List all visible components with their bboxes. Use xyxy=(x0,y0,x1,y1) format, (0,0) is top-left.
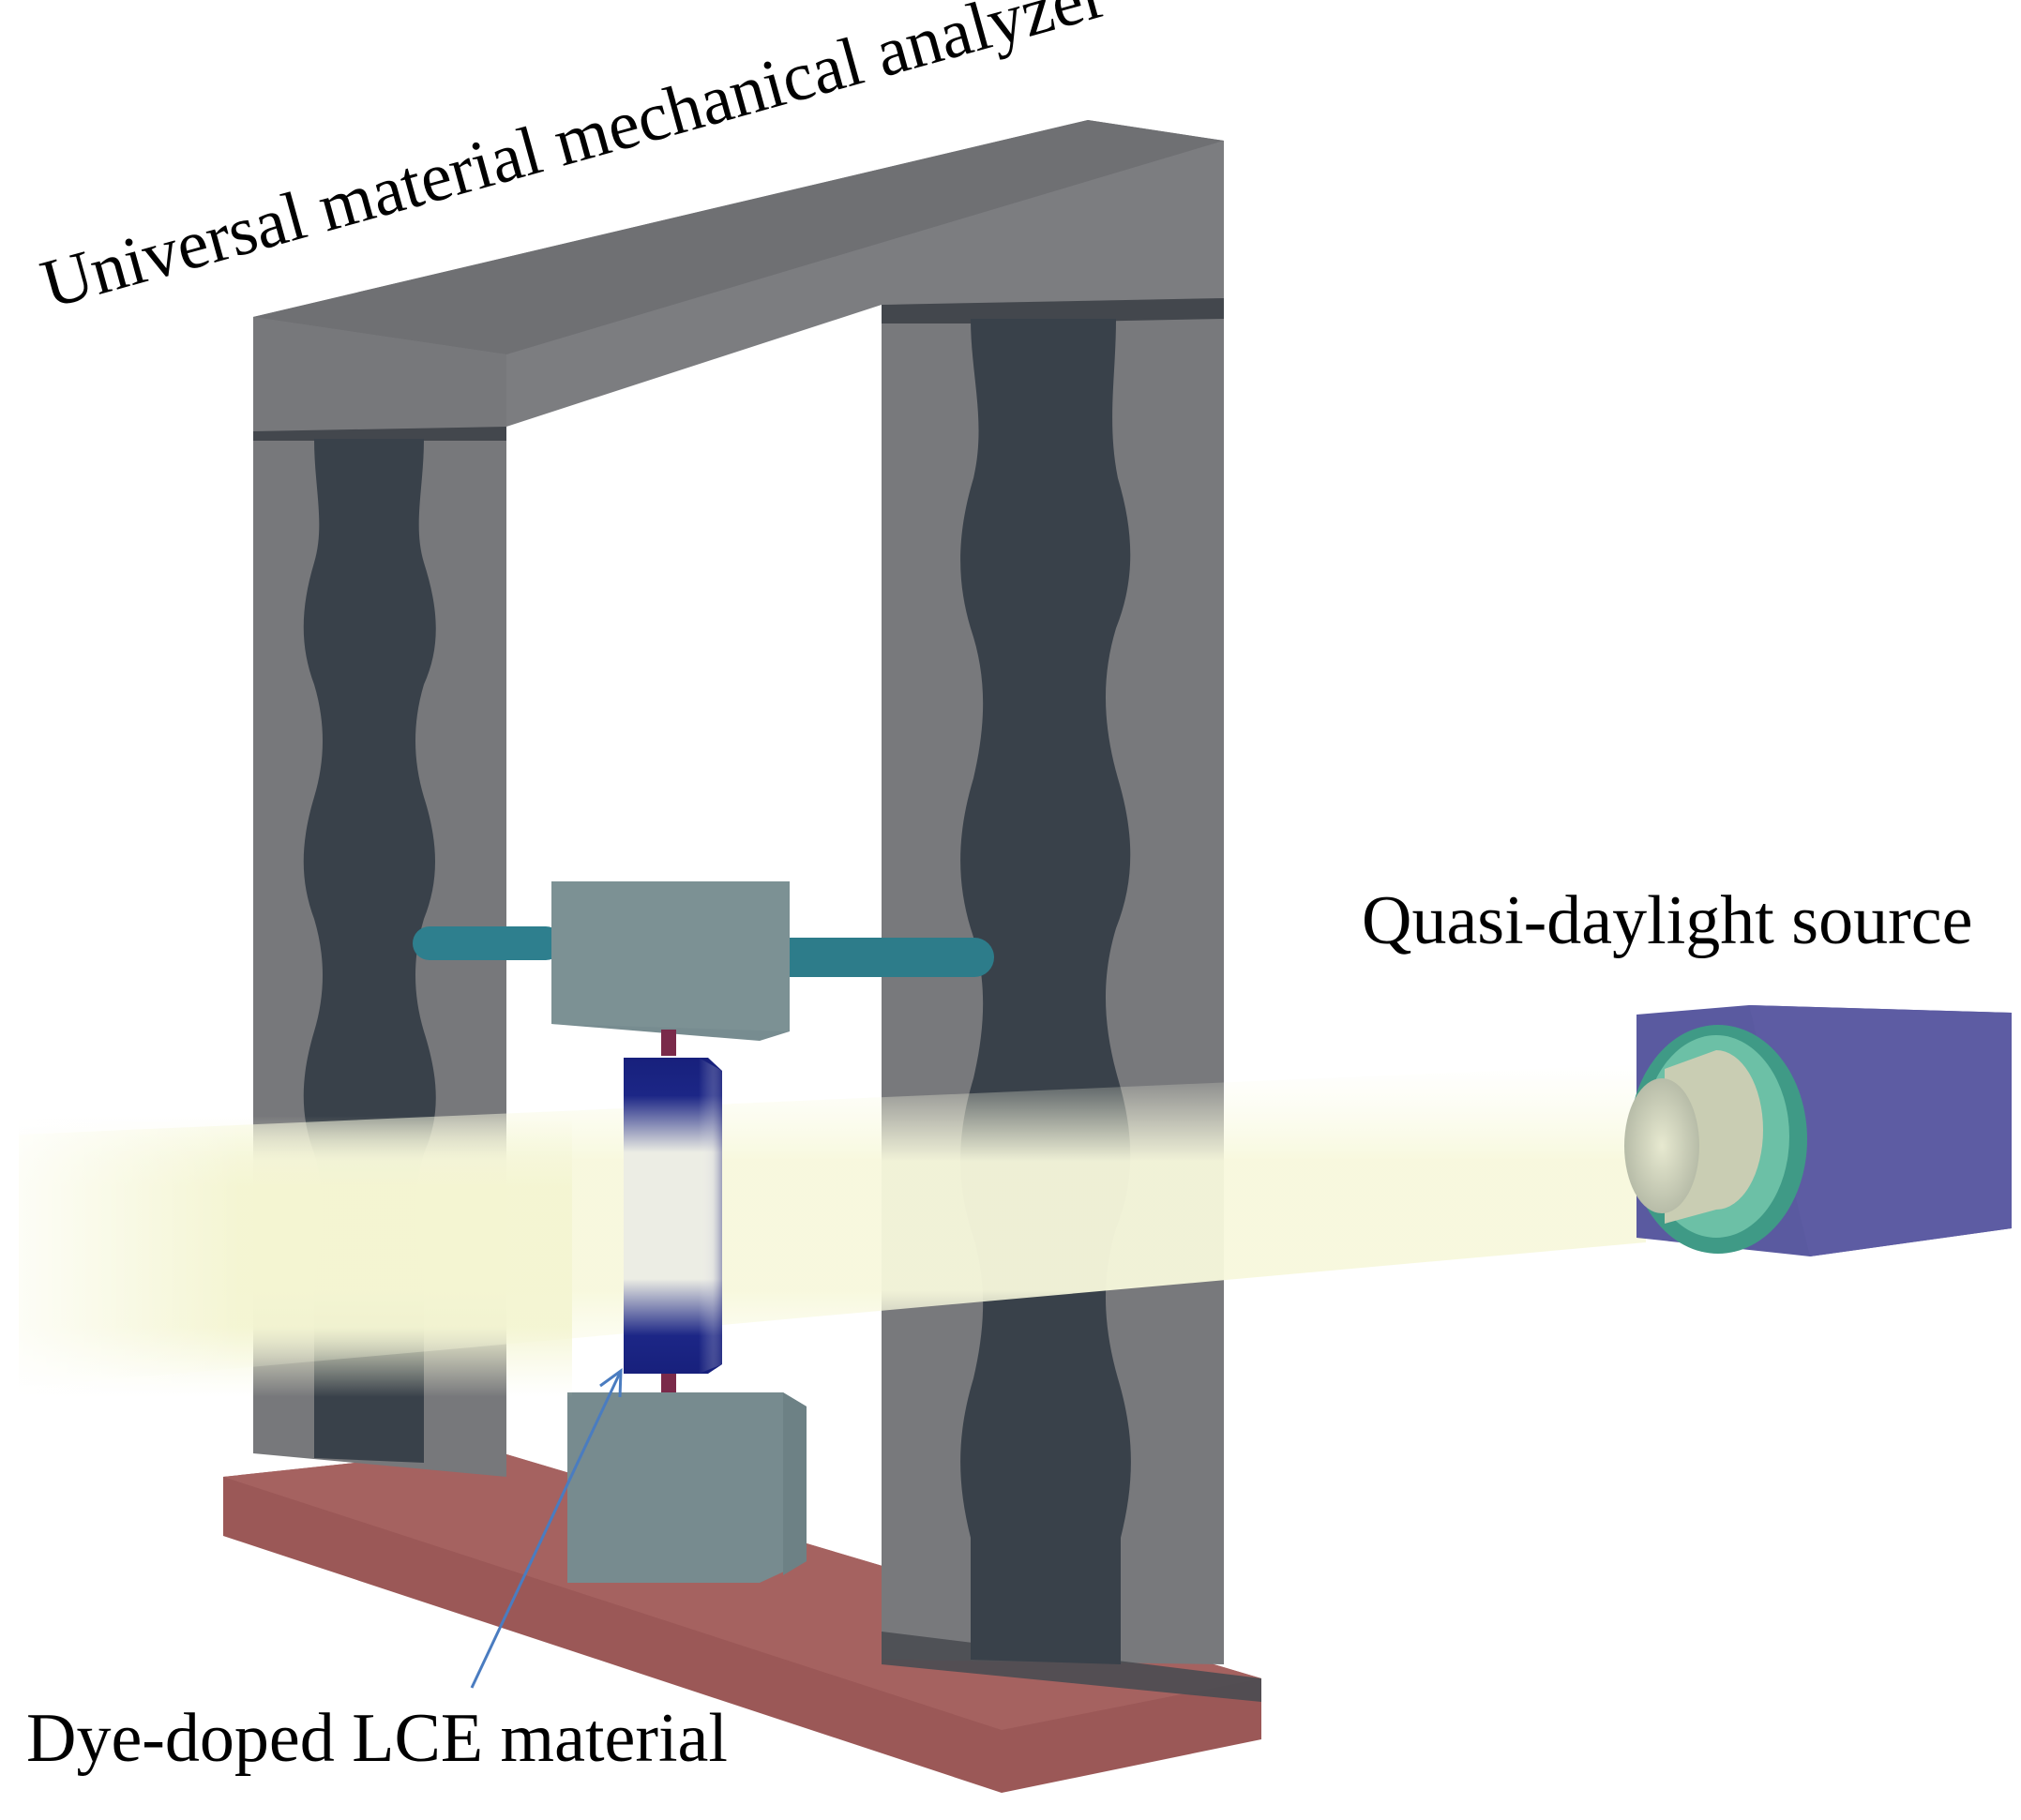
upper-clamp xyxy=(551,881,790,1041)
crossbar xyxy=(413,926,994,977)
material-label: Dye-doped LCE material xyxy=(26,1700,728,1777)
upper-connector xyxy=(661,1030,676,1056)
light-source-label: Quasi-daylight source xyxy=(1362,882,1973,959)
lce-specimen xyxy=(624,1058,722,1374)
light-beam xyxy=(19,1064,1646,1397)
lens-face xyxy=(1624,1078,1699,1213)
pointer-arrow xyxy=(470,1367,623,1689)
lower-clamp xyxy=(567,1392,807,1583)
light-source-box xyxy=(1624,1005,2012,1256)
lead-screw-right xyxy=(960,319,1131,1664)
